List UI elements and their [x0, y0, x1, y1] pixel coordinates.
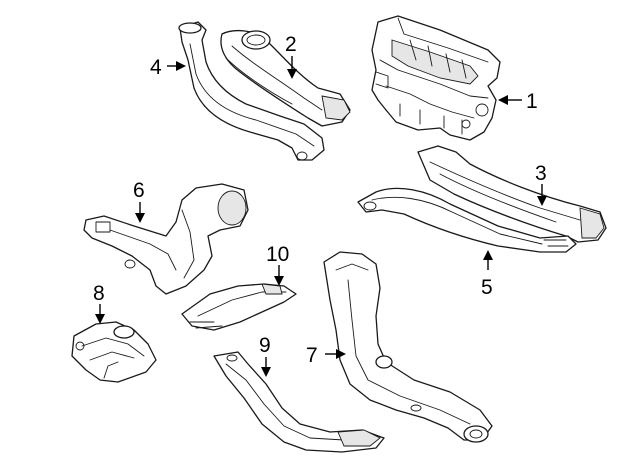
part-1-hvac-housing[interactable] — [371, 15, 501, 141]
callout-4: 4 — [150, 56, 186, 79]
callout-3: 3 — [535, 162, 547, 206]
callout-2-label: 2 — [285, 33, 297, 56]
part-8-outlet-housing[interactable] — [71, 321, 157, 383]
callout-5-label: 5 — [481, 276, 493, 299]
part-2-upper-duct[interactable] — [220, 29, 351, 127]
callout-10: 10 — [266, 243, 289, 286]
part-5-right-lower-duct[interactable] — [357, 187, 577, 253]
callout-9: 9 — [259, 334, 271, 377]
part-10-floor-duct-extension[interactable] — [181, 283, 297, 331]
part-4-defroster-duct[interactable] — [178, 21, 325, 161]
part-7-rear-floor-duct[interactable] — [323, 251, 493, 443]
callout-8-label: 8 — [93, 282, 105, 305]
callout-3-label: 3 — [535, 162, 547, 185]
callout-1-label: 1 — [526, 90, 538, 113]
part-9-left-floor-duct[interactable] — [213, 351, 385, 453]
callout-10-label: 10 — [266, 243, 289, 266]
part-6-center-vent-duct[interactable] — [83, 183, 249, 295]
callout-1: 1 — [498, 90, 538, 113]
callout-4-label: 4 — [150, 56, 162, 79]
part-3-right-upper-duct[interactable] — [417, 145, 607, 243]
callout-7: 7 — [306, 344, 346, 367]
callout-9-label: 9 — [259, 334, 271, 357]
callout-7-label: 7 — [306, 344, 318, 367]
callout-5: 5 — [481, 250, 493, 299]
callout-6-label: 6 — [133, 179, 145, 202]
callout-6: 6 — [133, 179, 145, 223]
callout-2: 2 — [285, 33, 297, 79]
callout-8: 8 — [93, 282, 105, 324]
